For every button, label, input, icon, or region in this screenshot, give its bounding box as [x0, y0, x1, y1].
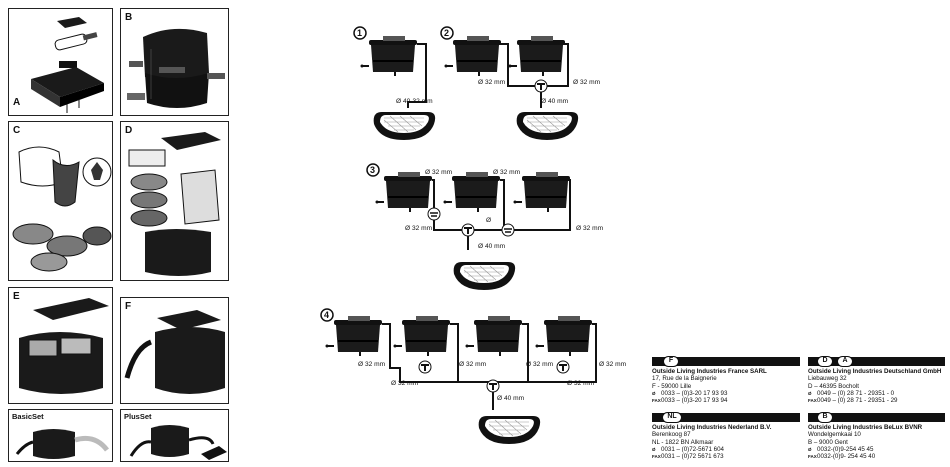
- plusset-illustration: [129, 425, 227, 460]
- dim-label: Ø 40-32 mm: [396, 98, 433, 105]
- panel-a: A: [8, 8, 113, 116]
- dim-label: Ø 40 mm: [541, 98, 569, 105]
- step-number: 1: [357, 28, 362, 38]
- step-number: 3: [370, 165, 375, 175]
- panel-label: E: [13, 291, 20, 302]
- panel-title: PlusSet: [124, 412, 152, 421]
- dim-label: Ø 32 mm: [576, 225, 604, 232]
- panel-title: BasicSet: [12, 412, 44, 421]
- basicset-illustration: [15, 429, 109, 459]
- address-header-bar: [652, 413, 800, 422]
- address-line: B – 9000 Gent: [808, 438, 848, 446]
- dim-label: Ø 32 mm: [478, 79, 506, 86]
- panel-c: C: [8, 121, 113, 281]
- country-badge: D: [817, 356, 833, 367]
- panel-label: F: [125, 301, 132, 312]
- diagram-step-3: 3 Ø 32 mm Ø 32 mm Ø 32 mm Ø Ø 40 mm Ø 32…: [366, 163, 604, 291]
- filter-lid-exploded-illustration: [31, 17, 104, 113]
- address-header-bar: [652, 357, 800, 366]
- fax-icon: FAX: [652, 398, 661, 404]
- dim-label: Ø 32 mm: [573, 79, 601, 86]
- dim-label: Ø 32 mm: [526, 361, 554, 368]
- fax-number: 0049 – (0) 28 71 - 29351 - 29: [817, 397, 898, 405]
- address-block-netherlands: Outside Living Industries Nederland B.V.…: [652, 424, 800, 460]
- phone-icon: Ø: [652, 390, 656, 396]
- address-line: F - 59000 Lille: [652, 382, 692, 390]
- panel-e: E: [8, 287, 113, 404]
- dim-label: Ø 40 mm: [478, 243, 506, 250]
- fax-icon: FAX: [808, 454, 817, 460]
- country-badge: F: [663, 356, 679, 367]
- country-badge: NL: [662, 412, 682, 423]
- fax-number: 0033 – (0)3-20 17 93 94: [661, 397, 728, 405]
- country-badge: A: [837, 356, 853, 367]
- diagram-step-4: 4 Ø 32 mm Ø 32 mm Ø 32 mm Ø 32 mm Ø 32 m…: [320, 308, 627, 445]
- address-line: 17, Rue de la Baignerie: [652, 375, 717, 383]
- filter-assembly-illustration: [128, 132, 221, 276]
- dim-label: Ø 40 mm: [497, 395, 525, 402]
- filter-bags-illustration: [12, 146, 112, 272]
- phone-icon: Ø: [652, 446, 656, 452]
- fax-icon: FAX: [808, 398, 817, 404]
- step-number: 4: [324, 310, 329, 320]
- dim-label: Ø 32 mm: [391, 380, 419, 387]
- panel-d: D: [120, 121, 229, 281]
- address-block-belux: Outside Living Industries BeLux BVNR Won…: [808, 424, 948, 460]
- company-name: Outside Living Industries BeLux BVNR: [808, 424, 923, 431]
- address-line: Berenkoog 87: [652, 431, 691, 439]
- panel-label: A: [13, 97, 21, 108]
- panel-label: C: [13, 125, 21, 136]
- dim-label: Ø 32 mm: [599, 361, 627, 368]
- company-name: Outside Living Industries Deutschland Gm…: [808, 368, 942, 375]
- step-number: 2: [444, 28, 449, 38]
- panel-label: D: [125, 125, 133, 136]
- filter-box-illustration: [127, 28, 225, 108]
- address-line: Wondelgemkaai 10: [808, 431, 861, 439]
- dim-label: Ø 32 mm: [425, 169, 453, 176]
- address-line: Liebauweg 32: [808, 375, 847, 383]
- dim-label: Ø 32 mm: [493, 169, 521, 176]
- diagram-step-1: 1 Ø 40-32 mm: [353, 26, 436, 141]
- diagram-step-2: 2 Ø 32 mm Ø 32 mm Ø 40 mm: [440, 26, 601, 141]
- fax-number: 0031 – (0)72 5671 673: [661, 453, 724, 461]
- fax-number: 0032-(0)9- 254 45 40: [817, 453, 876, 461]
- phone-number: 0033 – (0)3-20 17 93 93: [661, 389, 728, 397]
- address-line: NL - 1822 BN Alkmaar: [652, 438, 714, 446]
- company-name: Outside Living Industries France SARL: [652, 368, 767, 375]
- dim-label: Ø 32 mm: [358, 361, 386, 368]
- address-header-bar: [808, 413, 945, 422]
- panel-b: B: [120, 8, 229, 116]
- phone-icon: Ø: [808, 446, 812, 452]
- company-name: Outside Living Industries Nederland B.V.: [652, 424, 772, 431]
- address-line: D – 46395 Bocholt: [808, 382, 859, 390]
- dim-label: Ø: [486, 217, 491, 224]
- dim-label: Ø 32 mm: [567, 380, 595, 387]
- panel-basicset: BasicSet: [8, 409, 113, 462]
- dim-label: Ø 32 mm: [405, 225, 433, 232]
- panel-plusset: PlusSet: [120, 409, 229, 462]
- address-block-france: Outside Living Industries France SARL 17…: [652, 368, 800, 404]
- phone-number: 0032-(0)9-254 45 45: [817, 445, 874, 453]
- phone-icon: Ø: [808, 390, 812, 396]
- filter-open-illustration: [19, 298, 109, 394]
- address-block-germany: Outside Living Industries Deutschland Gm…: [808, 368, 948, 404]
- phone-number: 0031 – (0)72-5671 604: [661, 445, 724, 453]
- panel-label: B: [125, 12, 133, 23]
- phone-number: 0049 – (0) 28 71 - 29351 - 0: [817, 389, 895, 397]
- dim-label: Ø 32 mm: [459, 361, 487, 368]
- country-badge: B: [817, 412, 833, 423]
- panel-f: F: [120, 297, 229, 404]
- filter-connection-illustration: [124, 310, 225, 394]
- fax-icon: FAX: [652, 454, 661, 460]
- address-header-bar: [808, 357, 945, 366]
